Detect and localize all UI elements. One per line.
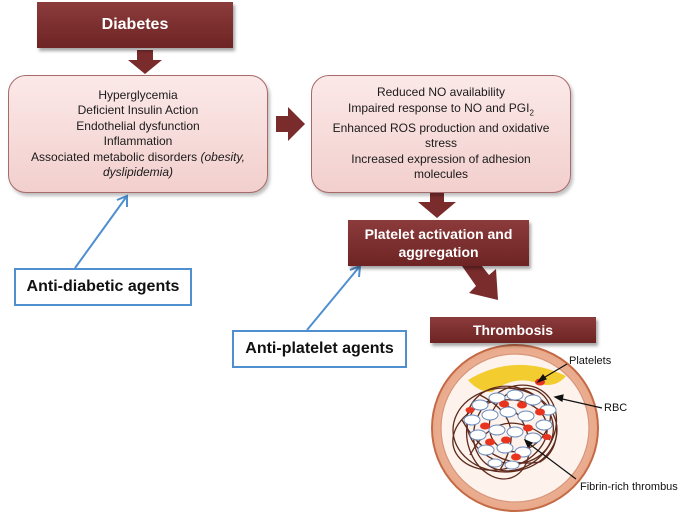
vessel-illustration: [431, 344, 599, 512]
risk-factor-hyperglycemia: Hyperglycemia: [98, 87, 178, 102]
anti-platelet-label: Anti-platelet agents: [245, 340, 394, 357]
endothelial-effects-box: Reduced NO availability Impaired respons…: [311, 75, 571, 193]
risk-factor-metabolic-cont: dyslipidemia): [102, 165, 174, 179]
thrombosis-box: Thrombosis: [430, 317, 596, 343]
effect-ros: Enhanced ROS production and oxidative: [332, 120, 550, 135]
anti-platelet-arrow: [306, 264, 362, 331]
effect-adhesion-cont: molecules: [413, 167, 469, 182]
anti-diabetic-label: Anti-diabetic agents: [26, 278, 180, 295]
risk-factors-box: Hyperglycemia Deficient Insulin Action E…: [8, 75, 268, 193]
risk-factor-metabolic: Associated metabolic disorders (obesity,: [31, 149, 245, 164]
platelet-activation-box: Platelet activation and aggregation: [348, 220, 529, 266]
anti-diabetic-arrow: [74, 194, 128, 269]
arrow-right-box-to-platelet: [418, 192, 456, 218]
effect-adhesion: Increased expression of adhesion: [351, 151, 531, 166]
risk-factor-insulin: Deficient Insulin Action: [77, 103, 199, 117]
anti-diabetic-agents-box: Anti-diabetic agents: [14, 268, 192, 306]
platelet-line2: aggregation: [398, 244, 479, 260]
arrow-left-to-right-box: [276, 107, 305, 141]
effect-no-availability: Reduced NO availability: [376, 85, 506, 100]
anti-platelet-agents-box: Anti-platelet agents: [232, 330, 407, 368]
arrow-platelet-to-thrombosis: [462, 256, 498, 300]
label-fibrin: Fibrin-rich thrombus: [580, 481, 678, 493]
effect-impaired-response: Impaired response to NO and PGI2: [348, 100, 534, 118]
label-platelets: Platelets: [569, 355, 612, 367]
diabetes-box: Diabetes: [37, 2, 233, 48]
arrow-diabetes-to-left-box: [128, 50, 162, 74]
label-pointers: [523, 363, 603, 480]
platelet-line1: Platelet activation and: [364, 226, 513, 242]
risk-factor-endothelial: Endothelial dysfunction: [76, 118, 200, 133]
effect-ros-cont: stress: [424, 136, 457, 151]
diabetes-title: Diabetes: [101, 16, 169, 33]
thrombosis-title: Thrombosis: [472, 322, 554, 338]
label-rbc: RBC: [604, 402, 628, 414]
risk-factor-inflammation: Inflammation: [103, 134, 173, 148]
